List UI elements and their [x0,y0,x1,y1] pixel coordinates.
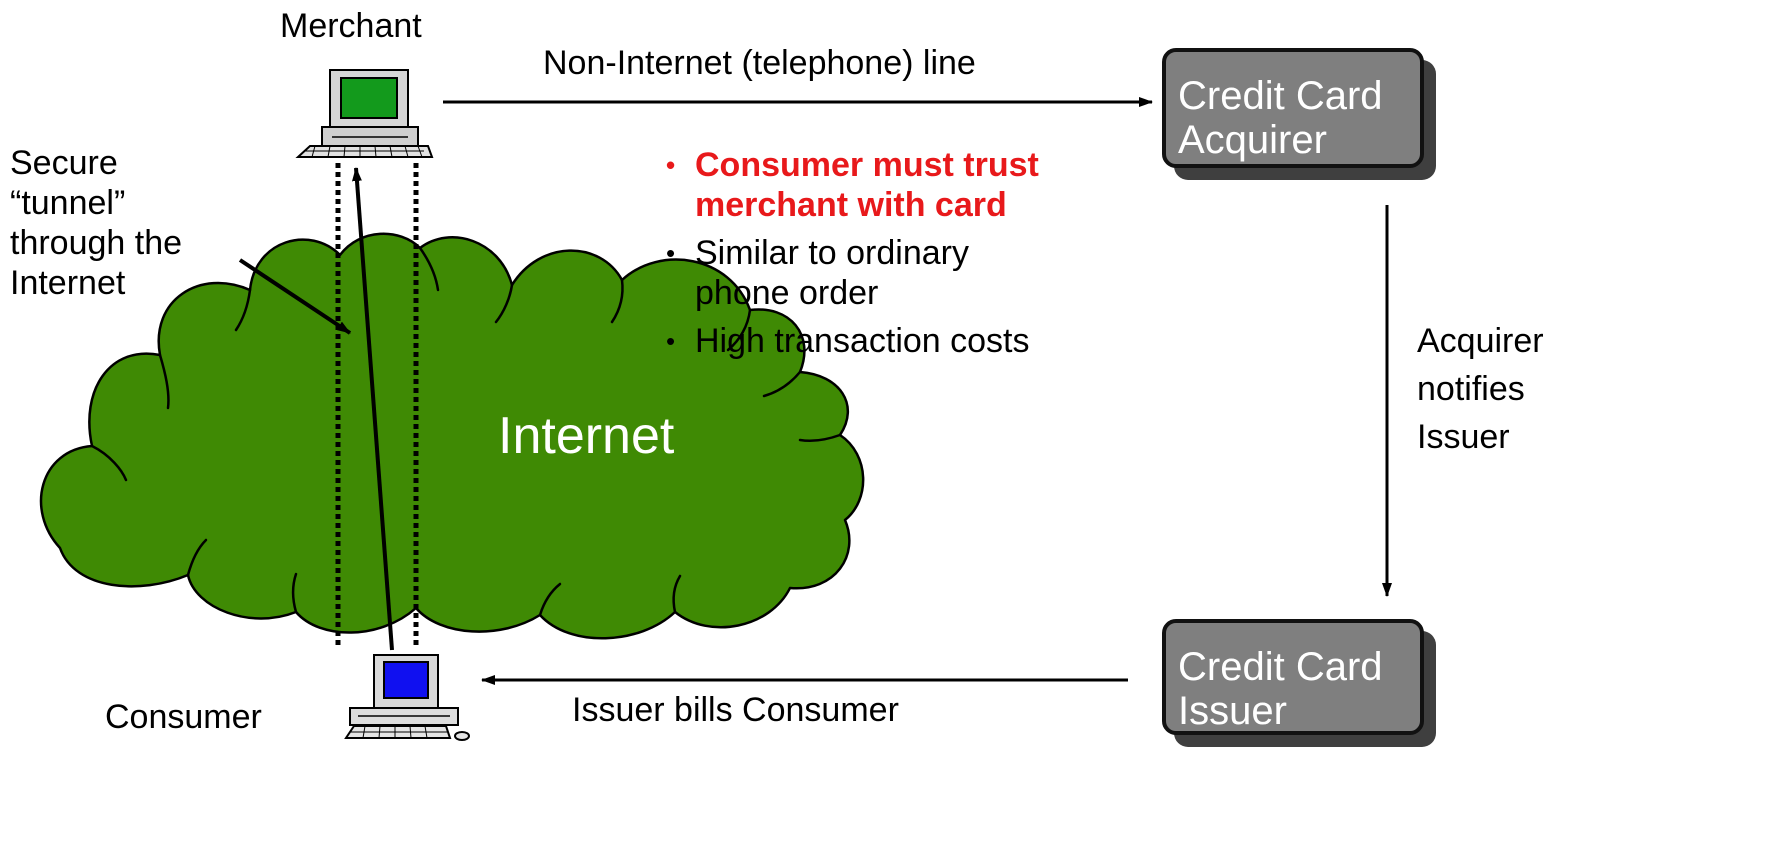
acquirer-notifies-line: Issuer [1417,418,1510,456]
tunnel-label-pointer [238,258,352,335]
issuer-box-line: Issuer [1178,689,1287,733]
bullet-line: phone order [695,274,879,312]
bullet-item: Consumer must trust merchant with card [666,145,1106,225]
consumer-label: Consumer [105,698,262,736]
tunnel-label: Secure “tunnel” through the Internet [10,143,182,303]
merchant-label: Merchant [280,7,422,45]
cloud-icon [39,232,865,640]
credit-card-acquirer-box: Credit Card Acquirer [1162,48,1424,168]
issuer-bills-label: Issuer bills Consumer [572,691,899,729]
consumer-to-merchant-arrow [351,167,394,651]
tunnel-label-line: Secure [10,144,118,182]
acquirer-notifies-line: notifies [1417,370,1525,408]
merchant-computer-icon [295,69,434,158]
acquirer-box-line: Credit Card [1178,74,1383,118]
bullet-list: Consumer must trust merchant with card S… [666,145,1106,369]
telephone-line-label: Non-Internet (telephone) line [543,44,976,82]
bullet-line: merchant with card [695,186,1007,224]
bullet-line: High transaction costs [695,322,1030,360]
acquirer-notifies-line: Acquirer [1417,322,1544,360]
bullet-line: Similar to ordinary [695,234,969,272]
bullet-item: Similar to ordinary phone order [666,233,1106,313]
tunnel-label-line: “tunnel” [10,184,126,222]
bullet-item: High transaction costs [666,321,1106,361]
consumer-computer-icon [344,654,470,741]
credit-card-issuer-box: Credit Card Issuer [1162,619,1424,735]
acquirer-box-line: Acquirer [1178,118,1327,162]
tunnel-label-line: through the [10,224,183,262]
issuer-box-line: Credit Card [1178,645,1383,689]
acquirer-notifies-label: Acquirer notifies Issuer [1417,317,1544,461]
internet-label: Internet [498,407,675,465]
bullet-line: Consumer must trust [695,146,1039,184]
tunnel-label-line: Internet [10,264,126,302]
